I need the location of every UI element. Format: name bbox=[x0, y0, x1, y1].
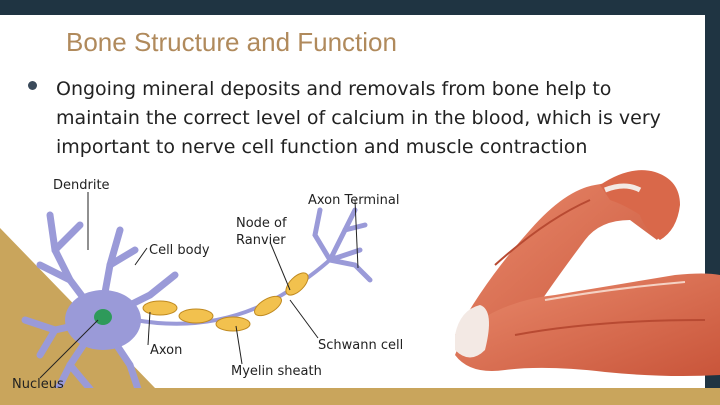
nucleus bbox=[94, 309, 112, 325]
label-myelin-sheath: Myelin sheath bbox=[231, 364, 322, 379]
label-node-of-ranvier-2: Ranvier bbox=[236, 233, 286, 248]
bullet-text: Ongoing mineral deposits and removals fr… bbox=[56, 78, 661, 158]
label-schwann-cell: Schwann cell bbox=[318, 338, 404, 353]
arm-muscle-image bbox=[455, 170, 720, 376]
neuron-diagram bbox=[21, 192, 373, 399]
bullet-dot-icon bbox=[28, 81, 37, 90]
slide-title: Bone Structure and Function bbox=[66, 27, 397, 57]
bottom-accent-bar bbox=[0, 388, 720, 405]
label-dendrite: Dendrite bbox=[53, 178, 110, 193]
label-axon: Axon bbox=[150, 343, 183, 358]
label-axon-terminal: Axon Terminal bbox=[308, 193, 400, 208]
label-cell-body: Cell body bbox=[149, 243, 210, 258]
label-node-of-ranvier-1: Node of bbox=[236, 216, 287, 231]
